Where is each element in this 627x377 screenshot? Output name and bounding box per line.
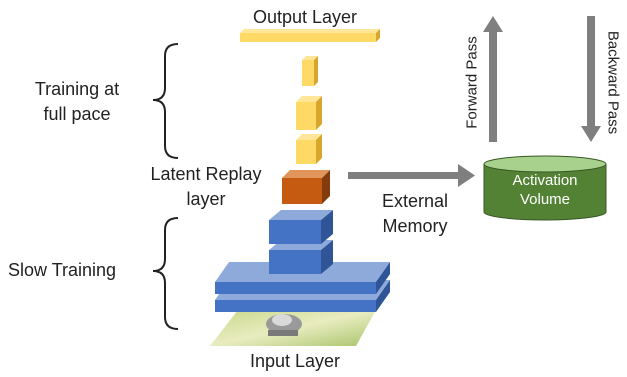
training-full-pace-label: Training at full pace <box>12 78 142 125</box>
latent-replay-label: Latent Replay layer <box>136 163 276 210</box>
activation-line1: Activation <box>512 172 578 189</box>
fc-block-3 <box>296 134 322 164</box>
latent-replay-block <box>282 170 330 204</box>
training-full-line1: Training at <box>34 79 120 99</box>
activation-volume-label: Activation Volume <box>484 171 606 209</box>
latent-line2: layer <box>186 189 226 209</box>
external-line2: Memory <box>382 216 448 236</box>
fc-block-1 <box>302 56 318 86</box>
conv-layer-mid <box>269 240 333 274</box>
brace-slow-training <box>152 217 179 330</box>
activation-line2: Volume <box>519 191 571 208</box>
brace-training-full <box>152 43 179 159</box>
forward-pass-label: Forward Pass <box>463 36 481 129</box>
latent-line1: Latent Replay <box>150 164 262 184</box>
backward-arrow <box>581 16 601 142</box>
forward-arrow <box>483 16 503 142</box>
output-layer-bar <box>240 29 380 42</box>
slow-training-label: Slow Training <box>8 260 117 280</box>
input-layer-label: Input Layer <box>249 351 341 371</box>
backward-pass-label: Backward Pass <box>604 30 622 135</box>
input-image <box>210 310 376 346</box>
external-memory-label: External Memory <box>360 190 470 237</box>
training-full-line2: full pace <box>43 104 111 124</box>
activation-volume-cylinder <box>483 155 607 221</box>
output-layer-label: Output Layer <box>252 7 358 27</box>
memory-arrow <box>348 164 475 187</box>
conv-layer-top <box>269 210 333 244</box>
fc-block-2 <box>296 96 322 130</box>
external-line1: External <box>381 191 449 211</box>
